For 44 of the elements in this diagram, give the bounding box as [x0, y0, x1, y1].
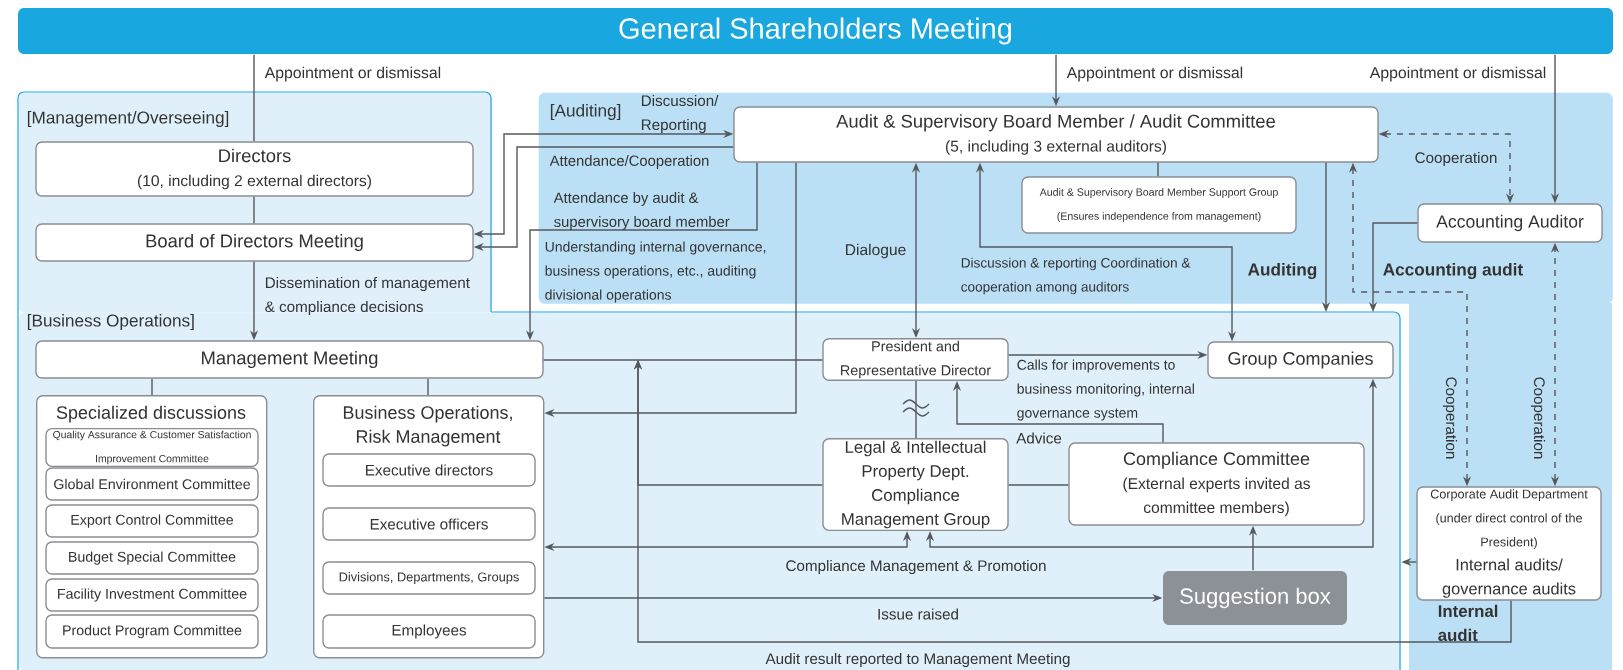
- edge-label: Appointment or dismissal: [1066, 66, 1243, 82]
- edge-label: Calls for improvements to business monitoring, internal governance system: [1017, 359, 1194, 421]
- edge-label: Dialogue: [846, 243, 906, 259]
- box: Board of Directors Meeting: [35, 223, 474, 262]
- box: Export Control Committee: [45, 504, 259, 538]
- box: Budget Special Committee: [45, 541, 259, 575]
- box: Group Companies: [1207, 341, 1394, 379]
- box: Executive officers: [322, 507, 536, 541]
- edge-label: Discussion & reporting Coordination & cooperation among auditors: [961, 257, 1191, 295]
- side-label: Internal audit: [1438, 604, 1498, 642]
- box: Audit & Supervisory Board Member Support Group (Ensures independence from management): [1021, 176, 1297, 234]
- edge-label: Issue raised: [878, 608, 958, 620]
- box: Divisions, Departments, Groups: [322, 561, 536, 595]
- edge-label: Attendance by audit & supervisory board member: [553, 192, 730, 230]
- box: Global Environment Committee: [45, 467, 259, 501]
- box: Management Meeting: [35, 340, 544, 379]
- box: Quality Assurance & Customer Satisfaction Improvement Committee: [45, 427, 259, 468]
- box: Compliance Committee (External experts invited as committee members): [1068, 442, 1365, 526]
- edge-label: Appointment or dismissal: [1369, 66, 1546, 82]
- box: Directors (10, including 2 external directors): [35, 141, 474, 197]
- edge-label: Accounting audit: [1383, 262, 1523, 280]
- box: Executive directors: [322, 453, 536, 487]
- box: Legal & Intellectual Property Dept. Compliance Management Group: [822, 438, 1009, 532]
- heading-bar: General Shareholders Meeting: [18, 8, 1613, 54]
- box: Accounting Auditor: [1417, 203, 1603, 243]
- box: Product Program Committee: [45, 614, 259, 649]
- edge-label: Appointment or dismissal: [264, 66, 441, 82]
- edge-label: Cooperation: [1442, 377, 1458, 459]
- box: Corporate Audit Department (under direct control of the President) Internal audits/ governance audits: [1416, 486, 1602, 601]
- box: Employees: [322, 614, 536, 649]
- suggestion-box: Suggestion box: [1163, 571, 1347, 625]
- edge-label: Audit result reported to Management Meeting: [765, 652, 1070, 668]
- edge-label: Advice: [1016, 432, 1062, 444]
- box: Audit & Supervisory Board Member / Audit Committee (5, including 3 external auditors): [733, 106, 1379, 163]
- edge-label: Cooperation: [1530, 377, 1546, 459]
- box: Facility Investment Committee: [45, 578, 259, 612]
- node-label: [Management/Overseeing]: [27, 111, 229, 128]
- edge-label: Auditing: [1248, 262, 1317, 280]
- edge-label: Attendance/Cooperation: [549, 155, 709, 169]
- box: President and Representative Director: [822, 338, 1009, 381]
- edge-label: Cooperation: [1415, 151, 1497, 167]
- edge-label: Discussion/ Reporting: [641, 94, 719, 134]
- edge-label: Compliance Management & Promotion: [786, 559, 1046, 575]
- edge-label: Understanding internal governance, business operations, etc., auditing divisional operations: [545, 241, 766, 303]
